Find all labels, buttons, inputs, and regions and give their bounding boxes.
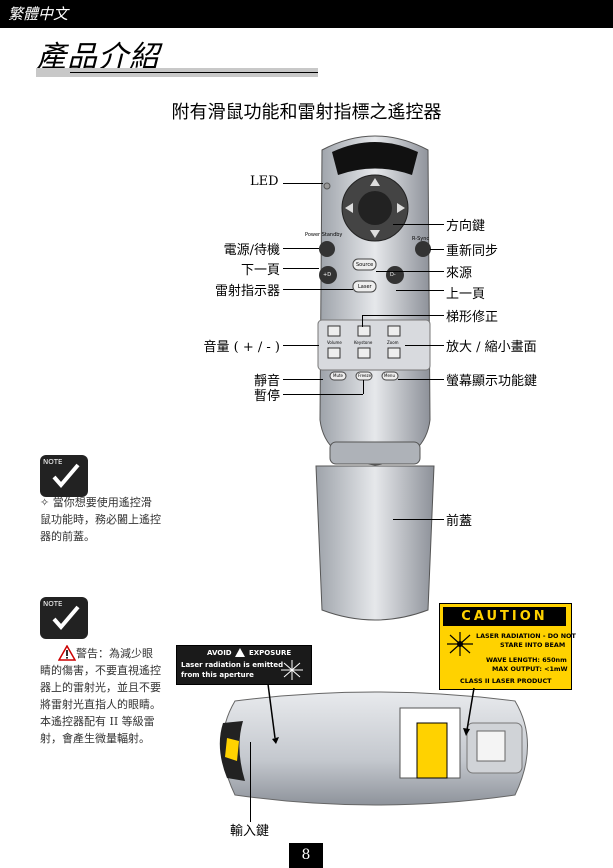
remote-illustration: [315, 135, 435, 621]
leader-keystone: [362, 315, 444, 316]
label-mute: 靜音: [253, 374, 280, 389]
laser-button-text: Laser: [358, 284, 372, 290]
label-source: 來源: [446, 266, 473, 281]
source-button-text: Source: [356, 262, 374, 268]
leader-power: [283, 248, 319, 249]
note-icon: NOTE: [40, 455, 88, 497]
label-laser: 雷射指示器: [214, 284, 280, 299]
label-power: 電源/待機: [223, 243, 280, 258]
leader-direction: [393, 224, 444, 225]
remote-back-illustration: [219, 691, 528, 806]
label-resync: 重新同步: [446, 244, 499, 259]
label-page-up: 上一頁: [446, 287, 486, 302]
leader-laser: [283, 289, 353, 290]
page-down-button-text: +D: [323, 272, 332, 278]
title-underline-rule: [70, 72, 318, 73]
zoom-button-text: Zoom: [387, 340, 399, 345]
resync-button-text: R-Sync: [412, 236, 430, 242]
leader-mute: [283, 379, 323, 380]
leader-freeze-v: [363, 380, 364, 394]
label-keystone: 梯形修正: [446, 310, 499, 325]
leader-freeze: [283, 394, 363, 395]
note-text-cover: ✧ 當你想要使用遙控滑鼠功能時，務必闔上遙控器的前蓋。: [40, 496, 161, 543]
caution-title: CAUTION: [443, 607, 566, 626]
label-freeze: 暫停: [253, 389, 280, 404]
leader-keystone-v: [362, 315, 363, 327]
leader-resync: [430, 249, 444, 250]
avoid-exposure-label: AVOID EXPOSURE Laser radiation is emitte…: [176, 645, 312, 685]
page-number: 8: [289, 843, 323, 868]
language-label: 繁體中文: [8, 5, 69, 23]
freeze-button-text: Freeze: [358, 373, 372, 378]
label-menu: 螢幕顯示功能鍵: [446, 374, 538, 389]
power-standby-button-text: Power Standby: [305, 232, 343, 238]
label-front-cover: 前蓋: [446, 514, 473, 529]
label-led: LED: [250, 174, 279, 189]
label-direction: 方向鍵: [446, 219, 486, 234]
laser-starburst-icon: [447, 632, 473, 656]
leader-page-up: [396, 290, 444, 291]
label-volume: 音量 ( + / - ): [203, 340, 280, 355]
label-page-down: 下一頁: [240, 263, 280, 278]
laser-starburst-icon: [281, 660, 303, 680]
section-heading: 附有滑鼠功能和雷射指標之遙控器: [171, 102, 442, 123]
label-enter: 輸入鍵: [230, 824, 270, 839]
leader-volume: [283, 345, 319, 346]
leader-enter: [250, 742, 251, 822]
caution-label: CAUTION LASER RADIATION - DO NOT STARE I…: [439, 603, 576, 690]
label-zoom: 放大 / 縮小畫面: [446, 340, 537, 355]
volume-button-text: Volume: [327, 340, 342, 345]
warning-triangle-icon: [235, 648, 245, 657]
leader-menu: [398, 379, 444, 380]
mute-button-text: Mute: [333, 373, 344, 378]
keystone-button-text: Keystone: [354, 340, 373, 345]
header-bar: [0, 0, 613, 28]
page-up-button-text: D-: [390, 272, 396, 278]
note-icon: NOTE: [40, 597, 88, 639]
leader-front-cover: [393, 519, 444, 520]
leader-page-down: [283, 268, 319, 269]
warning-triangle-icon: [58, 645, 76, 661]
leader-led: [283, 183, 323, 184]
leader-source: [376, 271, 444, 272]
leader-zoom: [405, 345, 444, 346]
note-text-warning: 警告：為減少眼睛的傷害，不要直視遙控器上的雷射光，並且不要將雷射光直指人的眼睛。…: [40, 647, 161, 745]
menu-button-text: Menu: [384, 373, 395, 378]
